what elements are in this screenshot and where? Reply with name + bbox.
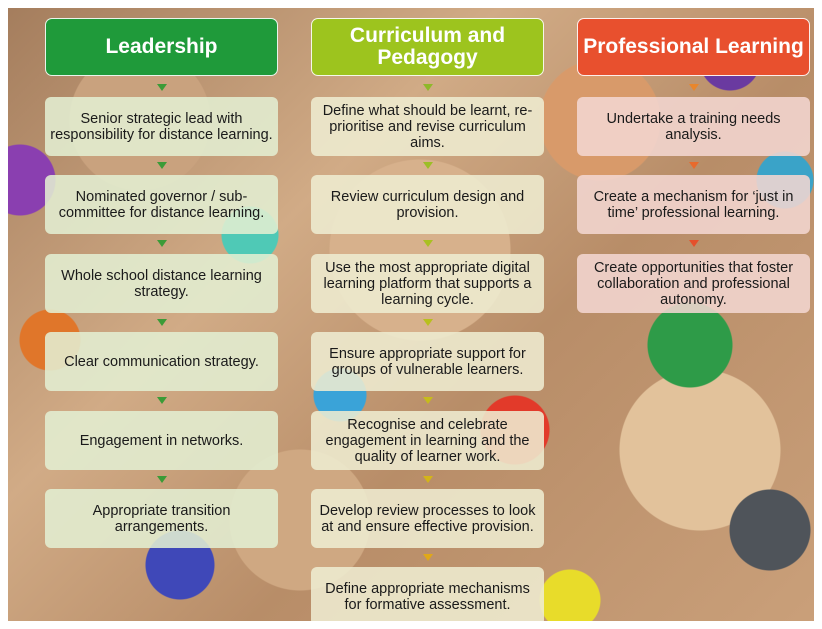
arrow-down-icon bbox=[157, 476, 167, 483]
professional-learning-item-2: Create a mechanism for ‘just in time’ pr… bbox=[577, 175, 810, 234]
leadership-title: Leadership bbox=[105, 35, 218, 58]
arrow-down-icon bbox=[423, 397, 433, 404]
arrow-down-icon bbox=[689, 162, 699, 169]
leadership-item-5: Engagement in networks. bbox=[45, 411, 278, 470]
leadership-header: Leadership bbox=[45, 18, 278, 76]
arrow-down-icon bbox=[423, 476, 433, 483]
professional-learning-header: Professional Learning bbox=[577, 18, 810, 76]
professional-learning-item-1: Undertake a training needs analysis. bbox=[577, 97, 810, 156]
professional-learning-item-3: Create opportunities that foster collabo… bbox=[577, 254, 810, 313]
arrow-down-icon bbox=[157, 84, 167, 91]
curriculum-header: Curriculum and Pedagogy bbox=[311, 18, 544, 76]
arrow-down-icon bbox=[157, 319, 167, 326]
curriculum-item-4: Ensure appropriate support for groups of… bbox=[311, 332, 544, 391]
arrow-down-icon bbox=[423, 162, 433, 169]
arrow-down-icon bbox=[423, 554, 433, 561]
curriculum-item-2: Review curriculum design and provision. bbox=[311, 175, 544, 234]
arrow-down-icon bbox=[157, 240, 167, 247]
leadership-item-2: Nominated governor / sub-committee for d… bbox=[45, 175, 278, 234]
leadership-item-1: Senior strategic lead with responsibilit… bbox=[45, 97, 278, 156]
leadership-item-3: Whole school distance learning strategy. bbox=[45, 254, 278, 313]
curriculum-item-5: Recognise and celebrate engagement in le… bbox=[311, 411, 544, 470]
professional-learning-title: Professional Learning bbox=[583, 35, 804, 58]
arrow-down-icon bbox=[423, 319, 433, 326]
arrow-down-icon bbox=[423, 84, 433, 91]
arrow-down-icon bbox=[157, 162, 167, 169]
leadership-item-4: Clear communication strategy. bbox=[45, 332, 278, 391]
curriculum-item-6: Develop review processes to look at and … bbox=[311, 489, 544, 548]
arrow-down-icon bbox=[689, 240, 699, 247]
curriculum-item-1: Define what should be learnt, re-priorit… bbox=[311, 97, 544, 156]
curriculum-title: Curriculum and Pedagogy bbox=[349, 24, 506, 69]
leadership-item-6: Appropriate transition arrangements. bbox=[45, 489, 278, 548]
curriculum-item-3: Use the most appropriate digital learnin… bbox=[311, 254, 544, 313]
arrow-down-icon bbox=[689, 84, 699, 91]
arrow-down-icon bbox=[157, 397, 167, 404]
arrow-down-icon bbox=[423, 240, 433, 247]
curriculum-item-7: Define appropriate mechanisms for format… bbox=[311, 567, 544, 626]
